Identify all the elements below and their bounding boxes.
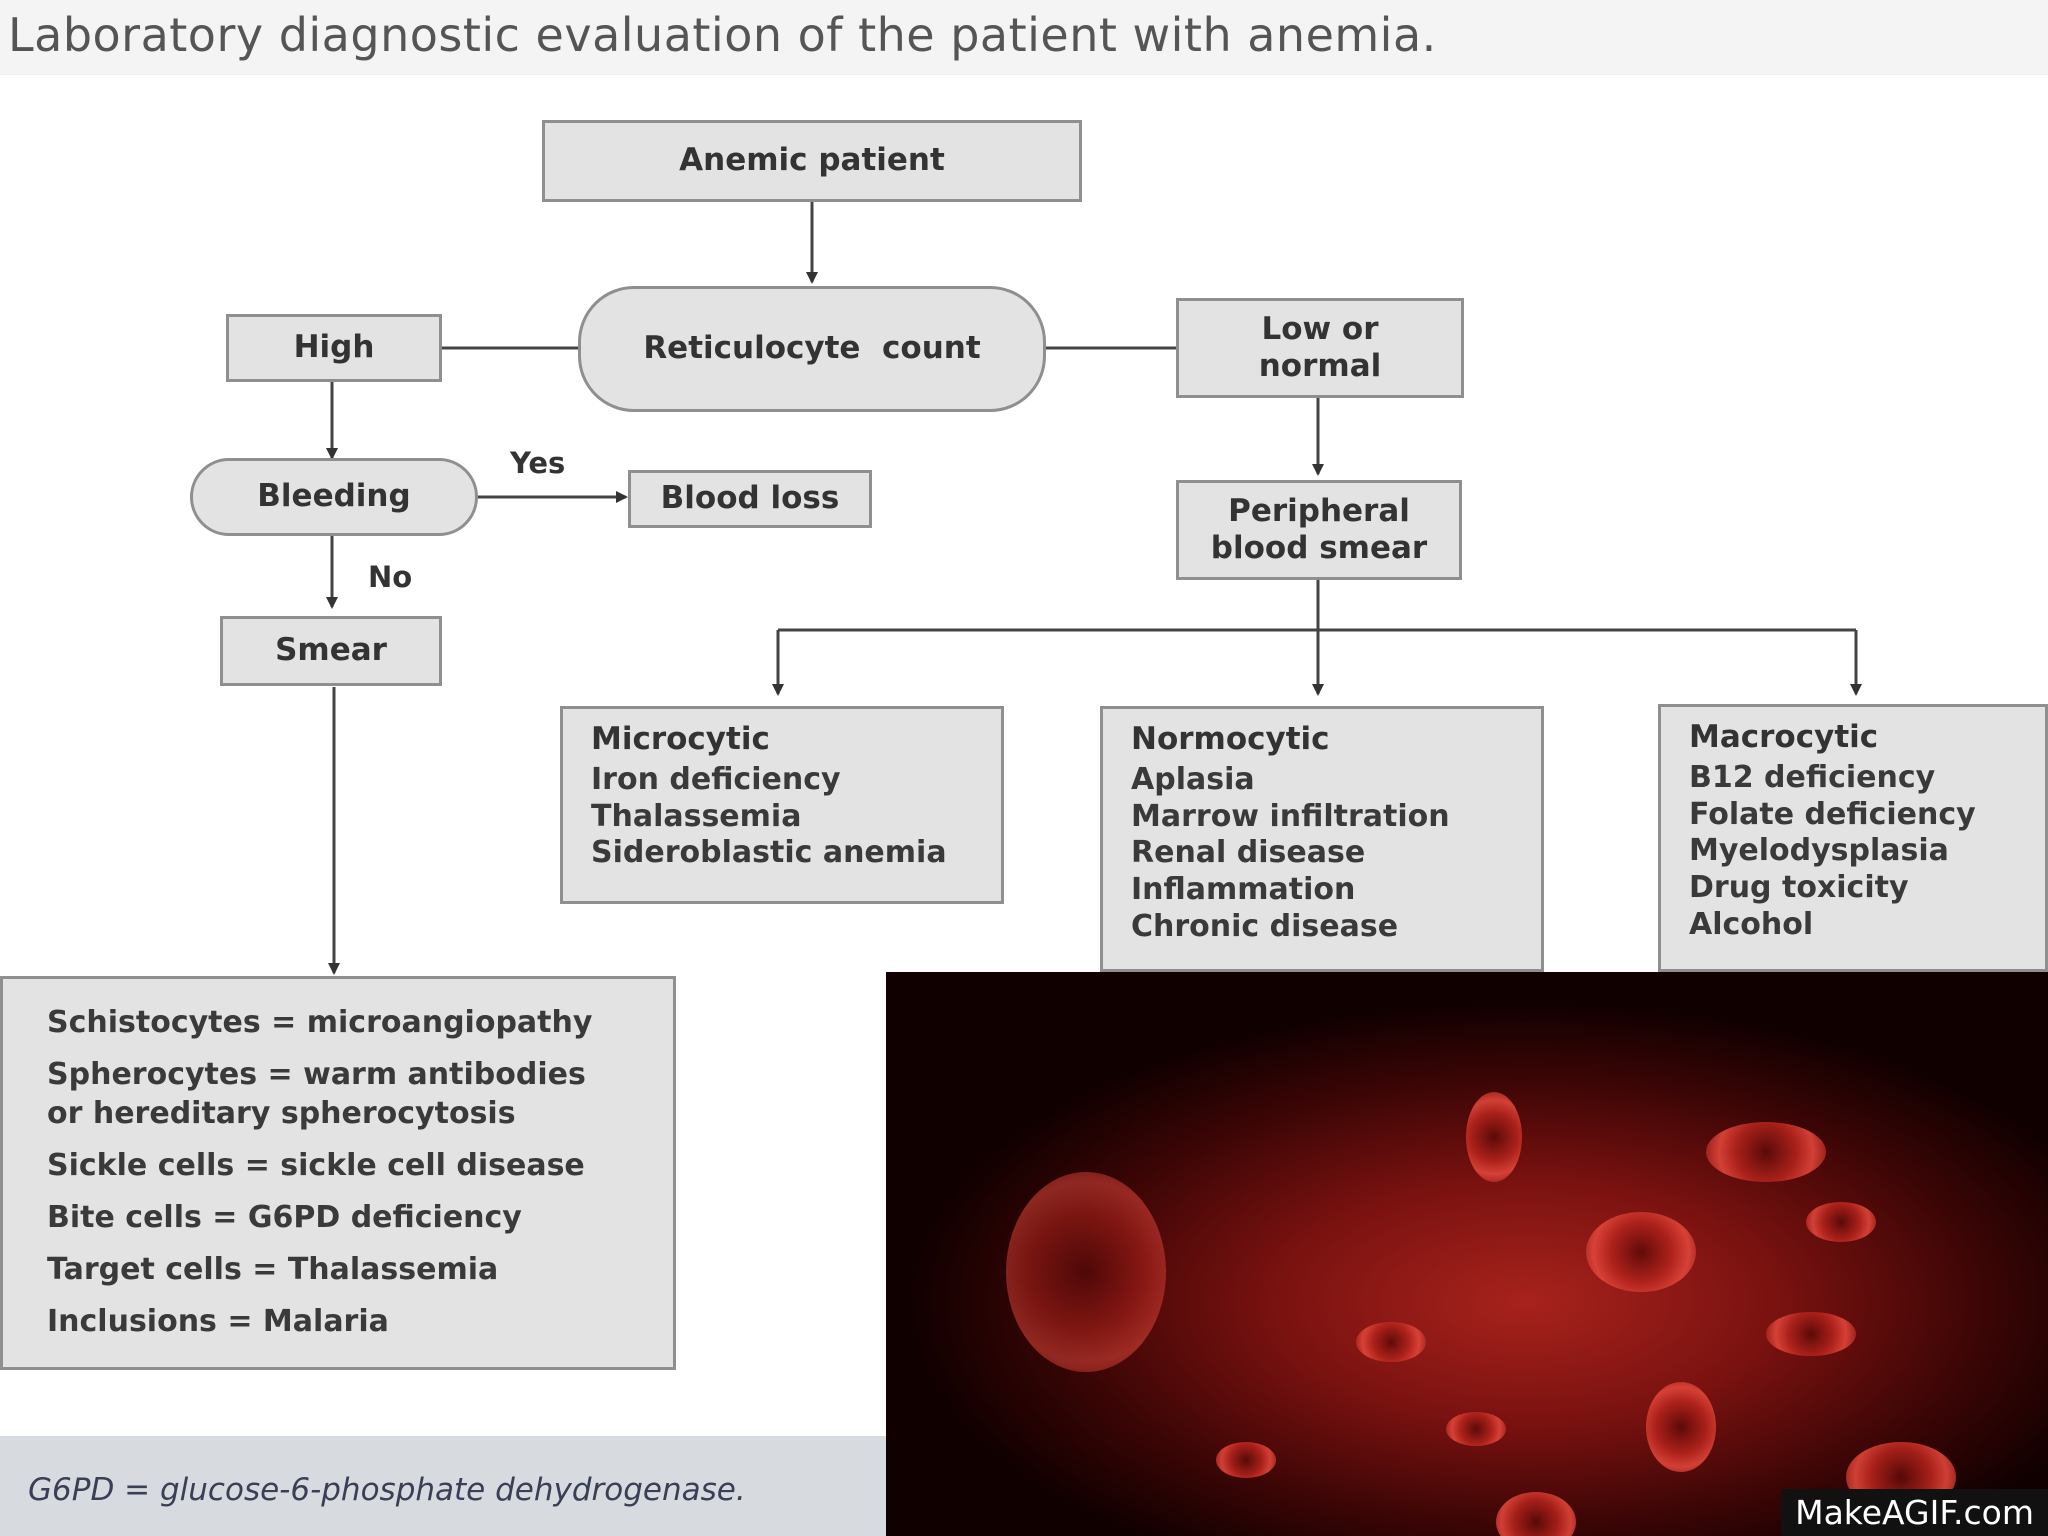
diagram-title: Laboratory diagnostic evaluation of the …	[8, 8, 1437, 62]
list-item: Chronic disease	[1131, 908, 1399, 944]
watermark: MakeAGIF.com	[1781, 1489, 2048, 1536]
list-item: Target cells = Thalassemia	[47, 1252, 499, 1287]
list-item: Bite cells = G6PD deficiency	[47, 1200, 522, 1235]
list-item: B12 deficiency	[1689, 760, 1936, 796]
list-item: Drug toxicity	[1689, 869, 1909, 905]
microcytic-heading: Microcytic	[591, 721, 770, 757]
list-item: Alcohol	[1689, 906, 1814, 942]
red-blood-cell	[1646, 1382, 1716, 1472]
red-blood-cell	[1806, 1202, 1876, 1242]
macrocytic-heading: Macrocytic	[1689, 719, 1879, 755]
footnote-band	[0, 1436, 886, 1536]
node-microcytic: Microcytic Iron deficiency Thalassemia S…	[560, 706, 1004, 904]
red-blood-cell	[1496, 1492, 1576, 1536]
list-item: Marrow infiltration	[1131, 798, 1450, 834]
list-item: Iron deficiency	[591, 762, 841, 798]
red-blood-cell	[1586, 1212, 1696, 1292]
list-item: Myelodysplasia	[1689, 833, 1949, 869]
list-item: Inclusions = Malaria	[47, 1304, 389, 1339]
node-high: High	[226, 314, 442, 382]
red-blood-cell	[1706, 1122, 1826, 1182]
list-item: Inflammation	[1131, 871, 1356, 907]
node-peripheral-blood-smear: Peripheral blood smear	[1176, 480, 1462, 580]
edge-label-yes: Yes	[510, 446, 566, 480]
node-low-or-normal: Low or normal	[1176, 298, 1464, 398]
list-item: Sideroblastic anemia	[591, 835, 947, 871]
list-item: Folate deficiency	[1689, 796, 1976, 832]
red-blood-cell	[1356, 1322, 1426, 1362]
list-item: Thalassemia	[591, 798, 802, 834]
list-item: Sickle cells = sickle cell disease	[47, 1148, 585, 1183]
node-normocytic: Normocytic Aplasia Marrow infiltration R…	[1100, 706, 1544, 972]
red-blood-cell	[1766, 1312, 1856, 1356]
normocytic-heading: Normocytic	[1131, 721, 1330, 757]
node-bleeding: Bleeding	[190, 458, 478, 536]
title-bar: Laboratory diagnostic evaluation of the …	[0, 0, 2048, 75]
node-reticulocyte-count: Reticulocyte count	[578, 286, 1046, 412]
red-blood-cell	[1446, 1412, 1506, 1446]
red-blood-cell	[1466, 1092, 1522, 1182]
node-blood-loss: Blood loss	[628, 470, 872, 528]
list-item: Renal disease	[1131, 835, 1366, 871]
list-item: Aplasia	[1131, 762, 1255, 798]
node-smear-findings: Schistocytes = microangiopathy Spherocyt…	[0, 976, 676, 1370]
red-blood-cell	[1006, 1172, 1166, 1372]
list-item: Schistocytes = microangiopathy	[47, 1005, 593, 1040]
edge-label-no: No	[368, 560, 413, 594]
footnote: G6PD = glucose-6-phosphate dehydrogenase…	[28, 1472, 746, 1508]
node-smear: Smear	[220, 616, 442, 686]
node-anemic-patient: Anemic patient	[542, 120, 1082, 202]
node-macrocytic: Macrocytic B12 deficiency Folate deficie…	[1658, 704, 2048, 972]
red-blood-cell	[1216, 1442, 1276, 1478]
blood-cells-image: MakeAGIF.com	[886, 972, 2048, 1536]
list-item: Spherocytes = warm antibodies or heredit…	[47, 1057, 586, 1131]
